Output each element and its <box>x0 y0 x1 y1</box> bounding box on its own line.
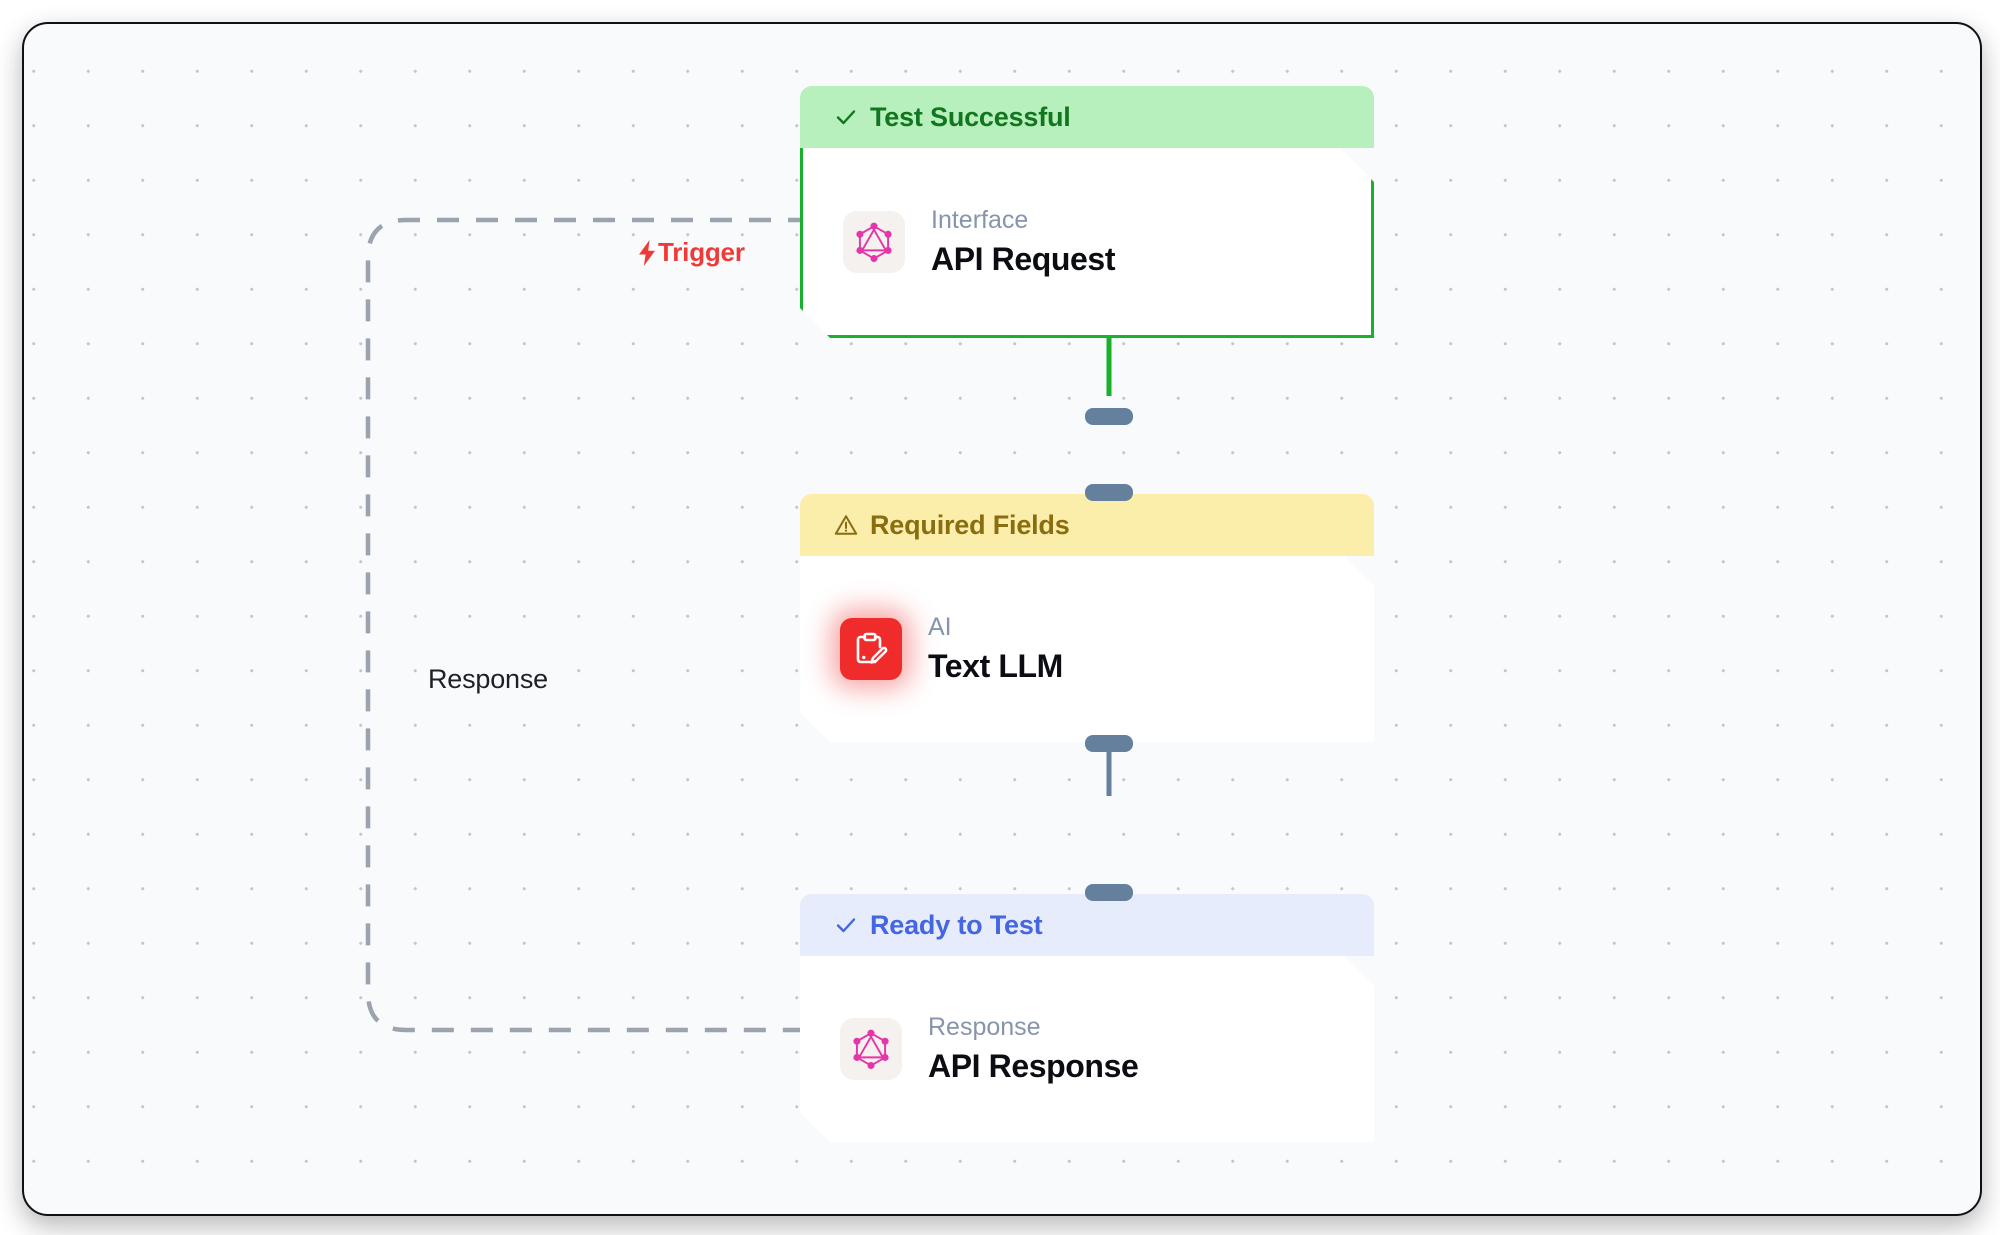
node-input-handle[interactable] <box>1085 484 1133 501</box>
node-status-label: Test Successful <box>870 101 1071 132</box>
clipboard-pencil-icon <box>840 618 902 680</box>
node-output-handle[interactable] <box>1085 408 1133 425</box>
node-text-api-request: Interface API Request <box>931 205 1115 279</box>
node-text-llm[interactable]: Required Fields AI Text LLM <box>800 484 1374 752</box>
node-text-api-response: Response API Response <box>928 1012 1138 1086</box>
node-kind-label: Response <box>928 1013 1041 1042</box>
edge-label-trigger-text: Trigger <box>658 237 745 267</box>
graphql-icon <box>840 1018 902 1080</box>
node-body-api-response[interactable]: Response API Response <box>800 956 1374 1142</box>
edge-label-trigger: Trigger <box>637 237 745 268</box>
node-output-handle[interactable] <box>1085 735 1133 752</box>
node-title-label: API Request <box>931 240 1116 277</box>
node-api-request[interactable]: Test Successful <box>800 86 1374 425</box>
warning-triangle-icon <box>834 513 858 537</box>
node-kind-label: Interface <box>931 205 1029 234</box>
node-title-label: Text LLM <box>928 648 1063 685</box>
node-body-text-llm[interactable]: AI Text LLM <box>800 556 1374 742</box>
node-input-handle[interactable] <box>1085 884 1133 901</box>
graphql-icon <box>843 211 905 273</box>
node-status-label: Required Fields <box>870 509 1070 540</box>
node-text-text-llm: AI Text LLM <box>928 612 1063 686</box>
check-icon <box>834 913 858 937</box>
node-kind-label: AI <box>928 613 952 642</box>
node-status-header-required-fields: Required Fields <box>800 494 1374 556</box>
check-icon <box>834 105 858 129</box>
node-status-header-ready-to-test: Ready to Test <box>800 894 1374 956</box>
node-body-api-request[interactable]: Interface API Request <box>800 148 1374 338</box>
node-status-header-test-successful: Test Successful <box>800 86 1374 148</box>
edge-label-response: Response <box>420 662 556 697</box>
node-status-label: Ready to Test <box>870 909 1043 940</box>
lightning-bolt-icon <box>637 239 657 266</box>
node-api-response[interactable]: Ready to Test <box>800 884 1374 1142</box>
node-title-label: API Response <box>928 1048 1139 1085</box>
workflow-canvas[interactable]: Trigger Response Test Successful <box>22 22 1982 1216</box>
